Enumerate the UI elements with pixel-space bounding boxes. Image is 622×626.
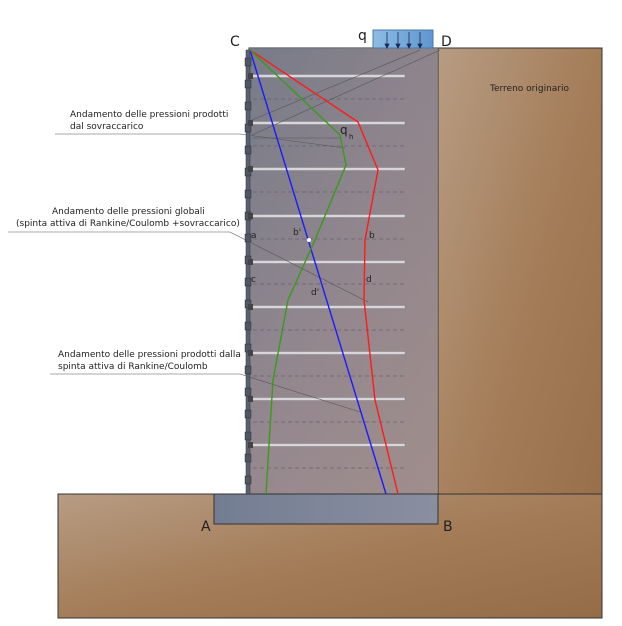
corner-b-label: B [443, 519, 453, 535]
load-q-label: q [358, 28, 367, 44]
rankine-annotation-line2: spinta attiva di Rankine/Coulomb [58, 362, 208, 372]
intersection-point [307, 238, 311, 242]
terrain-label: Terreno originario [489, 84, 569, 94]
annotation-leaders [8, 49, 441, 413]
corner-a-label: A [201, 519, 211, 535]
surcharge-annotation-line1: Andamento delle pressioni prodotti [70, 110, 228, 120]
surcharge-load [372, 29, 434, 49]
surcharge-annotation-line2: dal sovraccarico [70, 122, 144, 132]
qh-label: q [340, 123, 348, 137]
point-d-label: d [366, 275, 372, 285]
surcharge-pressure-line [249, 49, 347, 495]
corner-c-label: C [230, 34, 240, 50]
corner-d-label: D [441, 34, 452, 50]
foundation-slab [213, 493, 439, 525]
point-b-prime-label: b' [293, 228, 301, 238]
qh-subscript: h [349, 133, 353, 141]
global-annotation-line1: Andamento delle pressioni globali [52, 207, 205, 217]
point-c-label: c [251, 275, 256, 285]
global-pressure-line [249, 49, 399, 495]
point-b-label: b [369, 231, 375, 241]
rankine-annotation-line1: Andamento delle pressioni prodotti dalla [58, 350, 241, 360]
point-a-label: a [251, 231, 257, 241]
wall-body [249, 48, 438, 494]
point-d-prime-label: d' [311, 288, 319, 298]
rankine-pressure-line [249, 49, 387, 495]
global-annotation-line2: (spinta attiva di Rankine/Coulomb +sovra… [16, 219, 240, 229]
wall-facing [244, 49, 252, 495]
